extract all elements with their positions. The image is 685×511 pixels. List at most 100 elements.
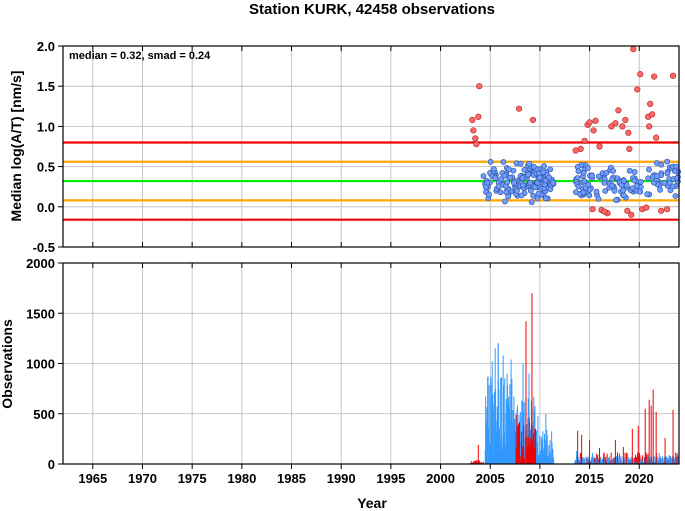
inlier-point <box>503 189 510 196</box>
outlier-point <box>628 211 635 218</box>
inlier-point <box>530 192 537 199</box>
x-tick-label: 1980 <box>227 471 256 486</box>
chart-title: Station KURK, 42458 observations <box>249 1 495 18</box>
bottom-y-tick-label: 1000 <box>26 357 55 372</box>
inlier-point <box>644 191 651 198</box>
inlier-point <box>519 175 526 181</box>
inlier-point <box>527 179 534 186</box>
inlier-point <box>626 167 633 174</box>
inlier-point <box>601 179 608 186</box>
inlier-point <box>588 172 595 179</box>
inlier-point <box>674 175 680 182</box>
outlier-point <box>581 137 588 144</box>
x-tick-label: 2015 <box>575 471 604 486</box>
inlier-point <box>672 193 679 199</box>
inlier-point <box>575 168 582 175</box>
inlier-point <box>657 186 663 193</box>
outlier-point <box>577 145 584 153</box>
top-y-tick-label: 0.5 <box>37 160 55 175</box>
stats-annotation: median = 0.32, smad = 0.24 <box>69 50 211 62</box>
inlier-point <box>595 195 602 202</box>
inlier-point <box>502 198 508 205</box>
inlier-point <box>620 177 627 184</box>
inlier-point <box>637 188 644 195</box>
outlier-point <box>608 123 615 130</box>
top-y-tick-label: 1.5 <box>37 79 55 94</box>
inlier-point <box>525 171 532 178</box>
inlier-point <box>620 192 627 199</box>
outlier-point <box>637 71 644 78</box>
outlier-point <box>619 123 626 130</box>
outlier-point <box>622 116 629 124</box>
inlier-point <box>575 183 582 190</box>
inlier-point <box>661 180 668 186</box>
inlier-point <box>486 191 492 198</box>
bottom-y-label: Observations <box>0 319 15 409</box>
outlier-point <box>647 100 654 107</box>
top-y-label: Median log(A/T) [nm/s] <box>8 71 24 222</box>
inlier-point <box>618 182 625 189</box>
outlier-point <box>589 206 596 213</box>
inlier-point <box>500 159 507 165</box>
inlier-point <box>572 189 579 196</box>
top-frame <box>62 45 680 248</box>
x-axis-label: Year <box>357 495 387 511</box>
inlier-point <box>541 163 547 169</box>
outlier-point <box>669 72 677 79</box>
outlier-point <box>596 143 603 150</box>
inlier-point <box>645 175 652 182</box>
inlier-point <box>603 169 610 176</box>
x-tick-label: 2005 <box>476 471 505 486</box>
outlier-point <box>612 120 619 127</box>
inlier-point <box>535 190 542 197</box>
inlier-point <box>611 187 618 194</box>
bottom-frame <box>62 262 680 465</box>
inlier-point <box>595 173 602 180</box>
inlier-point <box>631 169 638 175</box>
outlier-point <box>615 107 622 114</box>
inlier-point <box>517 160 524 167</box>
histogram-bars <box>469 293 680 464</box>
inlier-point <box>602 188 609 194</box>
inlier-point <box>542 195 549 202</box>
inlier-point <box>520 182 527 189</box>
x-tick-label: 1995 <box>376 471 405 486</box>
inlier-point <box>620 187 626 194</box>
outlier-point <box>646 123 653 130</box>
inlier-point <box>673 163 680 170</box>
outlier-point <box>473 140 480 148</box>
inlier-point <box>550 180 557 186</box>
top-y-tick-label: 1.0 <box>37 119 55 134</box>
inlier-point <box>609 182 616 189</box>
inlier-point <box>518 192 525 199</box>
inlier-point <box>527 187 534 194</box>
outlier-point <box>643 204 650 211</box>
inlier-point <box>536 174 543 181</box>
inlier-point <box>507 174 514 181</box>
inlier-point <box>490 166 497 172</box>
inlier-point <box>646 166 652 173</box>
inlier-point <box>581 178 588 185</box>
inlier-point <box>631 177 638 184</box>
outlier-point <box>626 145 633 153</box>
outlier-point <box>651 73 658 80</box>
inlier-point <box>664 170 671 177</box>
inlier-point <box>542 177 549 184</box>
inlier-point <box>669 183 676 190</box>
inlier-point <box>483 184 489 191</box>
outlier-point <box>472 135 479 142</box>
bottom-y-tick-label: 1500 <box>26 306 55 321</box>
inlier-point <box>501 172 508 179</box>
outlier-point <box>470 127 477 134</box>
outlier-point <box>630 46 637 53</box>
inlier-point <box>506 166 512 173</box>
inlier-point <box>530 163 537 170</box>
inlier-point <box>637 178 644 185</box>
inlier-point <box>654 173 660 180</box>
inlier-point <box>585 181 592 188</box>
inlier-point <box>498 176 504 183</box>
x-tick-label: 2000 <box>426 471 455 486</box>
